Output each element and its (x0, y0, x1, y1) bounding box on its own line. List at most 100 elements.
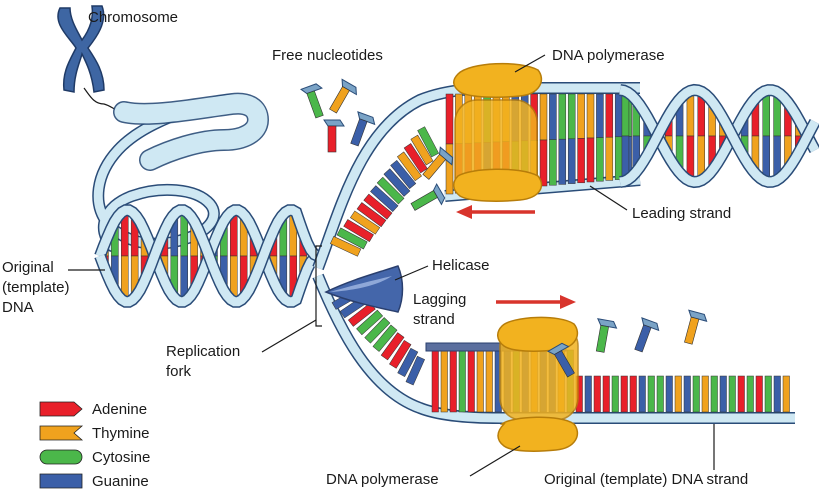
replication-fork-label-line2: fork (166, 363, 192, 380)
base-pair-upper (445, 93, 454, 145)
base-lower (665, 375, 673, 413)
free-nucleotide-icon (422, 146, 454, 180)
fork-base (390, 159, 417, 189)
base-lower (440, 349, 448, 413)
base-pair-upper (614, 136, 623, 180)
legend-label: Adenine (92, 401, 147, 418)
base-lower (656, 375, 664, 413)
base-pair-upper (558, 93, 567, 140)
base-lower (647, 375, 655, 413)
original-dna-label-line1: Original (2, 259, 54, 276)
free-nucleotide-icon (684, 309, 708, 345)
base-lower (593, 375, 601, 413)
original-dna-label-line2: (template) (2, 279, 70, 296)
fork-base (350, 210, 381, 235)
fork-base (383, 168, 411, 197)
fork-base (343, 219, 374, 242)
base-lower (620, 375, 628, 413)
free-nucleotide-icon (300, 83, 324, 119)
fork-base (370, 185, 399, 213)
legend-label: Thymine (92, 425, 150, 442)
base-pair-upper (539, 139, 548, 187)
fork-base (397, 347, 419, 378)
fork-base (405, 355, 425, 386)
helix-backbone (619, 85, 819, 187)
base-lower (476, 349, 484, 413)
thymine-swatch-icon (39, 425, 84, 441)
legend: Adenine Thymine Cytosine Guanine (39, 401, 150, 490)
leading-direction-arrow (456, 205, 535, 219)
base-pair-upper (586, 93, 595, 139)
replication-fork-label-line1: Replication (166, 343, 240, 360)
fork-base (356, 202, 387, 228)
base-lower (431, 349, 439, 413)
cytosine-swatch-icon (39, 449, 83, 465)
free-nucleotides-label: Free nucleotides (272, 47, 383, 64)
legend-item-adenine: Adenine (39, 401, 147, 418)
fork-upper-bases (329, 126, 440, 257)
original-template-strand-label: Original (template) DNA strand (544, 471, 748, 488)
legend-item-cytosine: Cytosine (39, 449, 150, 466)
base-lower (692, 375, 700, 413)
helicase-enzyme (324, 265, 404, 313)
fork-base (356, 309, 384, 336)
free-nucleotide-icon (634, 317, 660, 353)
base-lower (719, 375, 727, 413)
base-lower (701, 375, 709, 413)
legend-item-guanine: Guanine (39, 473, 149, 490)
adenine-swatch-icon (39, 401, 83, 417)
chromosome-icon (57, 5, 125, 113)
base-lower (782, 375, 790, 413)
free-nucleotide-icon (547, 342, 575, 378)
lagging-strand-label-line2: strand (413, 311, 455, 328)
free-nucleotide-icon (329, 78, 357, 114)
dna-polymerase-top-label: DNA polymerase (552, 47, 665, 64)
fork-base (389, 339, 412, 369)
base-pair-upper (596, 137, 604, 182)
guanine-swatch-icon (39, 473, 83, 489)
fork-base (372, 324, 398, 352)
leading-strand-label: Leading strand (632, 205, 731, 222)
lagging-direction-arrow (496, 295, 576, 309)
lower-base-pairs (431, 349, 790, 413)
base-lower (458, 349, 466, 413)
base-pair-upper (605, 93, 614, 138)
base-lower (449, 349, 457, 413)
fork-base (376, 176, 405, 205)
base-pair-upper (596, 93, 604, 138)
base-pair-upper (614, 93, 623, 138)
base-pair-upper (567, 93, 576, 140)
fork-base (380, 332, 405, 361)
free-nucleotide-icon (350, 111, 376, 147)
fork-base (410, 134, 434, 166)
base-lower (773, 375, 781, 413)
base-lower (602, 375, 610, 413)
base-lower (755, 375, 763, 413)
fork-base (417, 126, 440, 158)
base-lower (485, 349, 493, 413)
fork-base (364, 317, 391, 344)
base-pair-upper (586, 137, 595, 183)
dna-polymerase-top-enzyme (453, 62, 543, 202)
free-nucleotides-group (300, 78, 708, 378)
original-dna-label-line3: DNA (2, 299, 34, 316)
replication-fork-bracket (315, 245, 322, 327)
base-lower (764, 375, 772, 413)
leader-lines (68, 54, 715, 477)
base-pair-upper (445, 143, 454, 195)
base-pair-upper (549, 93, 557, 140)
chromosome-label: Chromosome (88, 9, 178, 26)
helicase-label: Helicase (432, 257, 490, 274)
free-nucleotide-icon (323, 119, 345, 153)
base-pair-upper (558, 138, 567, 185)
free-nucleotide-icon (410, 183, 446, 211)
fork-base (403, 143, 428, 174)
base-pair-upper (577, 138, 585, 184)
dna-polymerase-bottom-label: DNA polymerase (326, 471, 439, 488)
base-pair-upper (605, 136, 614, 181)
base-lower (674, 375, 682, 413)
legend-label: Cytosine (92, 449, 150, 466)
base-lower (584, 375, 592, 413)
fork-base (397, 151, 422, 182)
